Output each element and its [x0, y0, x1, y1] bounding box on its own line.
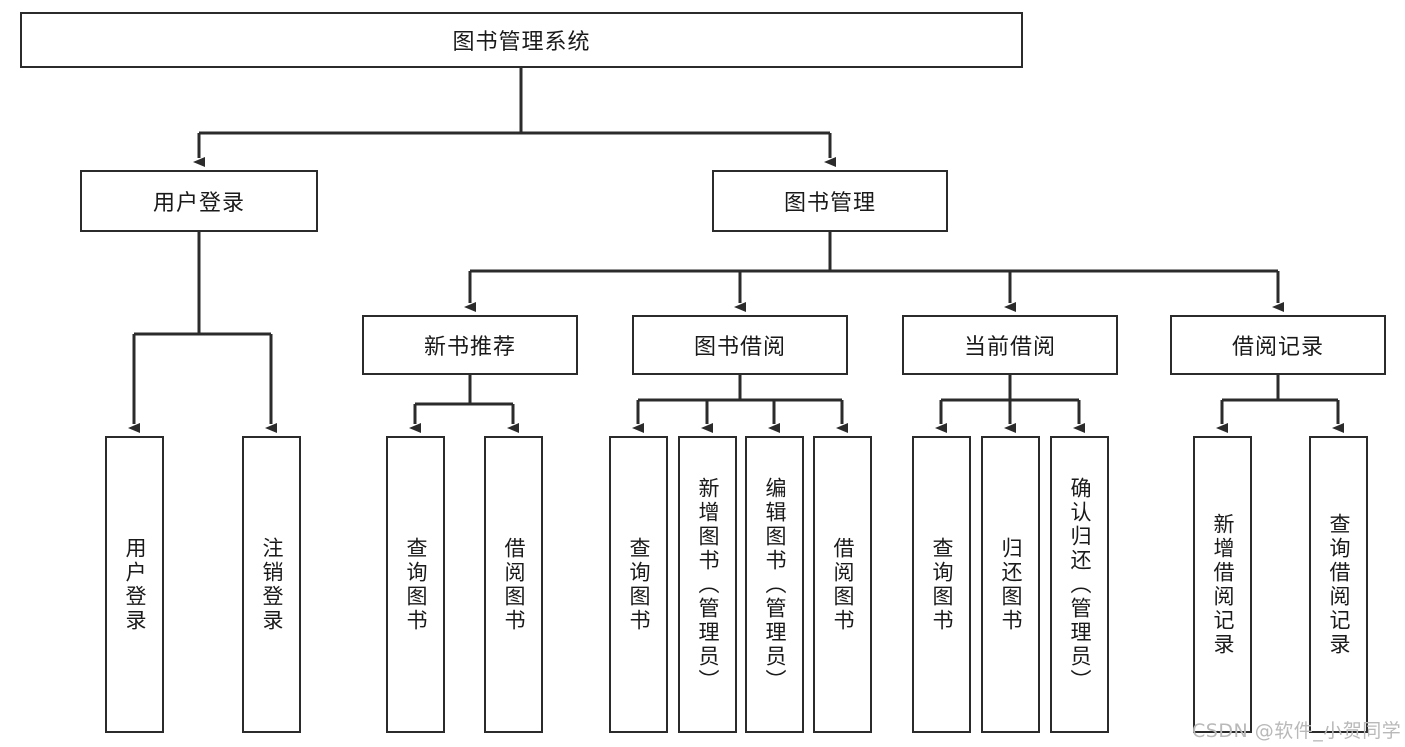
- leaf-borrow-record-add[interactable]: 新增借阅记录: [1193, 436, 1252, 733]
- node-user-login[interactable]: 用户登录: [80, 170, 318, 232]
- node-label: 用户登录: [123, 536, 148, 633]
- node-borrow-record[interactable]: 借阅记录: [1170, 315, 1386, 375]
- leaf-new-book-borrow[interactable]: 借阅图书: [484, 436, 543, 733]
- node-label: 查询图书: [930, 536, 955, 633]
- node-label: 确认归还（管理员）: [1068, 476, 1093, 693]
- node-label: 图书管理: [783, 191, 876, 216]
- node-label: 图书管理系统: [452, 30, 591, 55]
- leaf-book-borrow-add[interactable]: 新增图书（管理员）: [678, 436, 737, 733]
- node-label: 借阅图书: [502, 536, 527, 633]
- leaf-current-borrow-confirm[interactable]: 确认归还（管理员）: [1050, 436, 1109, 733]
- node-label: 图书借阅: [693, 335, 786, 360]
- leaf-user-login-login[interactable]: 用户登录: [105, 436, 164, 733]
- leaf-current-borrow-return[interactable]: 归还图书: [981, 436, 1040, 733]
- node-label: 用户登录: [152, 191, 245, 216]
- node-label: 查询借阅记录: [1327, 512, 1352, 657]
- node-label: 注销登录: [260, 536, 285, 633]
- node-label: 新书推荐: [423, 335, 516, 360]
- node-label: 新增借阅记录: [1211, 512, 1236, 657]
- node-root-system[interactable]: 图书管理系统: [20, 12, 1023, 68]
- node-new-book-recommend[interactable]: 新书推荐: [362, 315, 578, 375]
- node-label: 借阅记录: [1231, 335, 1324, 360]
- leaf-borrow-record-query[interactable]: 查询借阅记录: [1309, 436, 1368, 733]
- node-book-management[interactable]: 图书管理: [712, 170, 948, 232]
- leaf-book-borrow-borrow[interactable]: 借阅图书: [813, 436, 872, 733]
- node-label: 新增图书（管理员）: [696, 476, 721, 693]
- node-book-borrow[interactable]: 图书借阅: [632, 315, 848, 375]
- node-label: 编辑图书（管理员）: [763, 476, 788, 693]
- node-label: 归还图书: [999, 536, 1024, 633]
- leaf-new-book-query[interactable]: 查询图书: [386, 436, 445, 733]
- leaf-current-borrow-query[interactable]: 查询图书: [912, 436, 971, 733]
- node-label: 查询图书: [627, 536, 652, 633]
- node-label: 当前借阅: [963, 335, 1056, 360]
- leaf-book-borrow-query[interactable]: 查询图书: [609, 436, 668, 733]
- node-label: 查询图书: [404, 536, 429, 633]
- node-label: 借阅图书: [831, 536, 856, 633]
- leaf-book-borrow-edit[interactable]: 编辑图书（管理员）: [745, 436, 804, 733]
- leaf-user-login-logout[interactable]: 注销登录: [242, 436, 301, 733]
- node-current-borrow[interactable]: 当前借阅: [902, 315, 1118, 375]
- csdn-watermark: CSDN @软件_小贺同学: [1192, 720, 1402, 742]
